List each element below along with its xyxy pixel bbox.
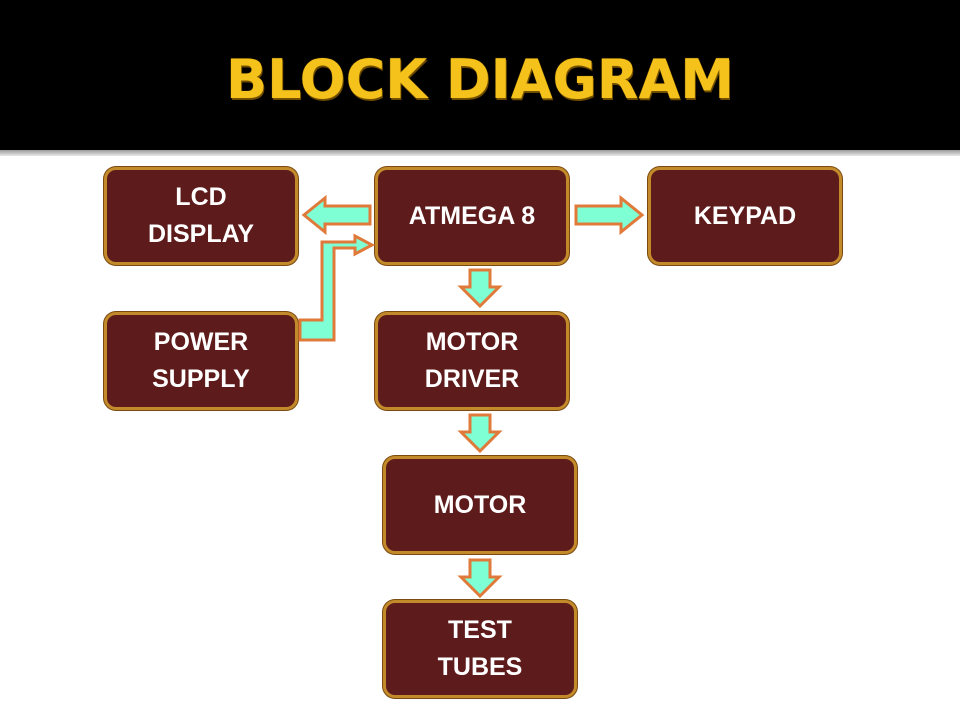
title-divider [0,150,960,156]
motor-driver-block: MOTOR DRIVER [375,312,569,410]
atmega8-block: ATMEGA 8 [375,167,569,265]
power-supply-block: POWER SUPPLY [104,312,298,410]
arrow-power-to-atmega [298,233,376,342]
arrow-atmega-to-lcd [301,194,372,236]
keypad-block: KEYPAD [648,167,842,265]
keypad-label: KEYPAD [693,201,797,230]
motor-block: MOTOR [383,456,577,554]
motor-label: MOTOR [433,490,527,519]
lcd-display-block: LCD DISPLAY [104,167,298,265]
lcd-display-label: LCD DISPLAY [147,183,255,248]
title-bar [0,0,960,150]
arrow-atmega-to-motor-driver [457,268,503,309]
atmega8-label: ATMEGA 8 [408,201,536,230]
arrow-atmega-to-keypad [574,194,645,236]
motor-driver-label: MOTOR DRIVER [424,328,520,393]
power-supply-label: POWER SUPPLY [152,328,250,393]
test-tubes-block: TEST TUBES [383,600,577,698]
test-tubes-label: TEST TUBES [437,616,523,681]
page-title: BLOCK DIAGRAM [226,48,734,111]
arrow-motor-to-test-tubes [457,558,503,599]
arrow-motor-driver-to-motor [457,413,503,454]
